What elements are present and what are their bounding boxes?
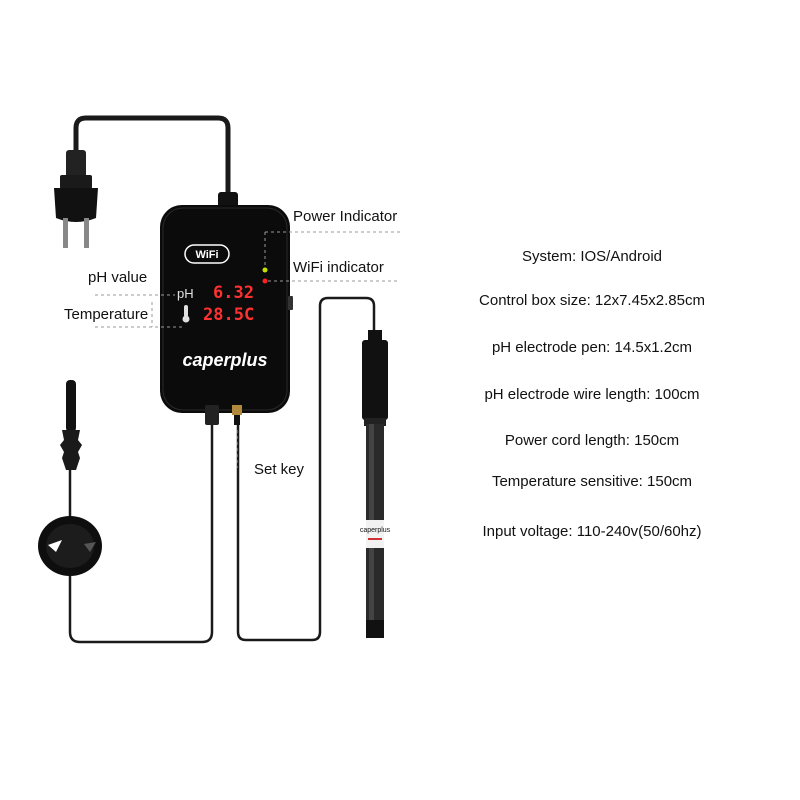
control-box: WiFi pH 6.32 28.5C caperplus <box>160 205 290 413</box>
spec-control-box-size: Control box size: 12x7.45x2.85cm <box>479 292 705 309</box>
ph-reading: 6.32 <box>213 283 254 303</box>
power-cord <box>73 115 231 205</box>
wifi-indicator-label: WiFi indicator <box>293 259 384 276</box>
spec-power-cord-length: Power cord length: 150cm <box>504 432 680 449</box>
spec-temperature-sensitive: Temperature sensitive: 150cm <box>491 473 693 490</box>
wifi-badge <box>184 244 230 264</box>
set-key-label: Set key <box>254 461 305 478</box>
wifi-badge-text: WiFi <box>195 249 218 261</box>
temperature-sensor-cable <box>68 425 214 644</box>
temperature-reading: 28.5C <box>203 305 254 325</box>
spec-ph-electrode-pen: pH electrode pen: 14.5x1.2cm <box>491 339 693 356</box>
ph-probe-cable <box>236 296 376 642</box>
set-key-button <box>288 296 293 310</box>
suction-cup <box>38 516 102 576</box>
power-plug <box>54 150 98 248</box>
temperature-label: Temperature <box>64 306 149 323</box>
thermometer-icon <box>182 305 190 323</box>
ph-electrode-pen: caperplus <box>360 330 391 638</box>
callout-leaders <box>95 231 400 468</box>
spec-ph-electrode-wire-length: pH electrode wire length: 100cm <box>484 386 700 403</box>
brand-logo: caperplus <box>182 350 267 370</box>
temperature-probe <box>60 380 82 470</box>
probe-label: caperplus <box>360 527 391 534</box>
power-indicator-label: Power Indicator <box>293 208 398 225</box>
power-led <box>262 267 268 273</box>
spec-system: System: IOS/Android <box>521 248 663 265</box>
spec-input-voltage: Input voltage: 110-240v(50/60hz) <box>482 523 702 540</box>
probe-connector <box>232 405 242 425</box>
ph-unit-label: pH <box>177 286 194 301</box>
sensor-connector <box>205 405 219 425</box>
ph-value-label: pH value <box>88 269 148 286</box>
wifi-led <box>262 278 268 284</box>
